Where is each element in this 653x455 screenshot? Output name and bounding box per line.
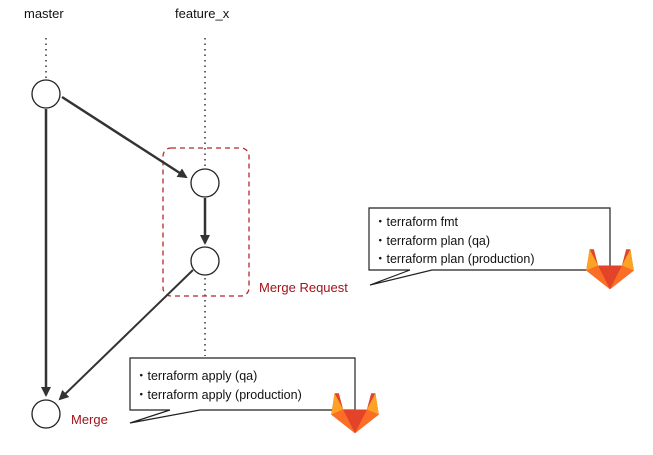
mr-pipeline-callout: ・terraform fmt ・terraform plan (qa) ・ter…	[368, 207, 611, 286]
gitlab-logo-icon	[331, 393, 379, 434]
merge-request-label: Merge Request	[259, 280, 348, 295]
mr-pipeline-line-2: ・terraform plan (qa)	[374, 234, 490, 248]
commit-node-feature-1	[190, 168, 220, 198]
branch-label-master: master	[24, 6, 64, 21]
arrow-master-to-feature	[61, 95, 188, 179]
merge-label: Merge	[71, 412, 108, 427]
arrow-feature-to-master	[58, 269, 194, 401]
commit-node-feature-2	[190, 246, 220, 276]
merge-pipeline-line-1: ・terraform apply (qa)	[135, 369, 257, 383]
merge-request-box	[162, 147, 250, 297]
mr-pipeline-line-1: ・terraform fmt	[374, 215, 459, 229]
merge-pipeline-callout: ・terraform apply (qa) ・terraform apply (…	[129, 357, 356, 424]
commit-node-master-merge	[31, 399, 61, 429]
merge-pipeline-line-2: ・terraform apply (production)	[135, 388, 302, 402]
gitlab-logo-icon	[586, 249, 634, 290]
branch-label-feature: feature_x	[175, 6, 230, 21]
mr-pipeline-line-3: ・terraform plan (production)	[374, 252, 534, 266]
commit-node-master-1	[31, 79, 61, 109]
